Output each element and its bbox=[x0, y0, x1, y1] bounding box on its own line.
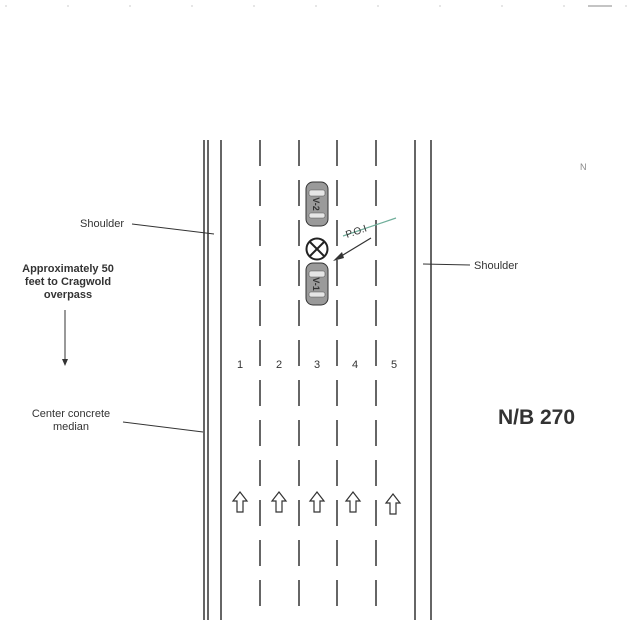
lane-number-4: 4 bbox=[352, 359, 358, 371]
lane-number-3: 3 bbox=[314, 359, 320, 371]
shoulder-right-label: Shoulder bbox=[474, 260, 518, 272]
poi-label: P.O.I bbox=[344, 223, 368, 240]
lane-dividers bbox=[259, 140, 377, 620]
lane-number-1: 1 bbox=[237, 359, 243, 371]
vehicle-v2-windshield bbox=[308, 189, 326, 197]
lane-numbers: 1 2 3 4 5 bbox=[237, 359, 397, 371]
shoulder-left-leader bbox=[131, 223, 215, 235]
vehicle-v2-label: V-2 bbox=[311, 197, 321, 211]
median-leader bbox=[122, 421, 204, 433]
vehicle-v1: V-1 bbox=[305, 262, 329, 306]
poi-leader-line bbox=[342, 217, 397, 237]
poi-cross-b bbox=[309, 241, 325, 257]
direction-arrow-lane-1 bbox=[231, 491, 249, 513]
overpass-note-line-1: Approximately 50 bbox=[22, 263, 114, 275]
shoulder-left-label: Shoulder bbox=[80, 218, 124, 230]
overpass-arrow-head bbox=[62, 359, 68, 366]
poi-marker bbox=[305, 237, 329, 261]
median-note-line-1: Center concrete bbox=[32, 408, 110, 420]
direction-arrow-lane-3 bbox=[308, 491, 326, 513]
road-edges bbox=[203, 140, 432, 620]
poi-arrow-head bbox=[333, 252, 344, 261]
median-callout: Center concrete median bbox=[32, 408, 204, 433]
direction-arrow-lane-2 bbox=[270, 491, 288, 513]
lane-number-2: 2 bbox=[276, 359, 282, 371]
north-indicator: N bbox=[580, 162, 587, 172]
median-note-line-2: median bbox=[53, 421, 89, 433]
lane-number-5: 5 bbox=[391, 359, 397, 371]
shoulder-right-callout: Shoulder bbox=[422, 260, 518, 272]
vehicle-v2: V-2 bbox=[305, 181, 329, 227]
poi-arrow-shaft bbox=[337, 237, 372, 259]
overpass-note-line-2: feet to Cragwold bbox=[25, 276, 111, 288]
direction-arrow-lane-5 bbox=[384, 493, 402, 515]
overpass-note-line-3: overpass bbox=[44, 289, 92, 301]
direction-arrow-lane-4 bbox=[344, 491, 362, 513]
vehicle-v2-rear-window bbox=[308, 212, 326, 219]
vehicle-v1-windshield bbox=[308, 270, 326, 278]
shoulder-left-callout: Shoulder bbox=[80, 218, 215, 235]
vehicle-v1-rear-window bbox=[308, 291, 326, 298]
shoulder-right-leader bbox=[422, 263, 471, 266]
route-direction-label: N/B 270 bbox=[498, 406, 575, 429]
direction-arrows bbox=[231, 491, 402, 515]
poi-annotation: P.O.I bbox=[333, 217, 397, 261]
vehicle-v1-label: V-1 bbox=[311, 277, 321, 291]
overpass-note: Approximately 50 feet to Cragwold overpa… bbox=[22, 263, 114, 366]
